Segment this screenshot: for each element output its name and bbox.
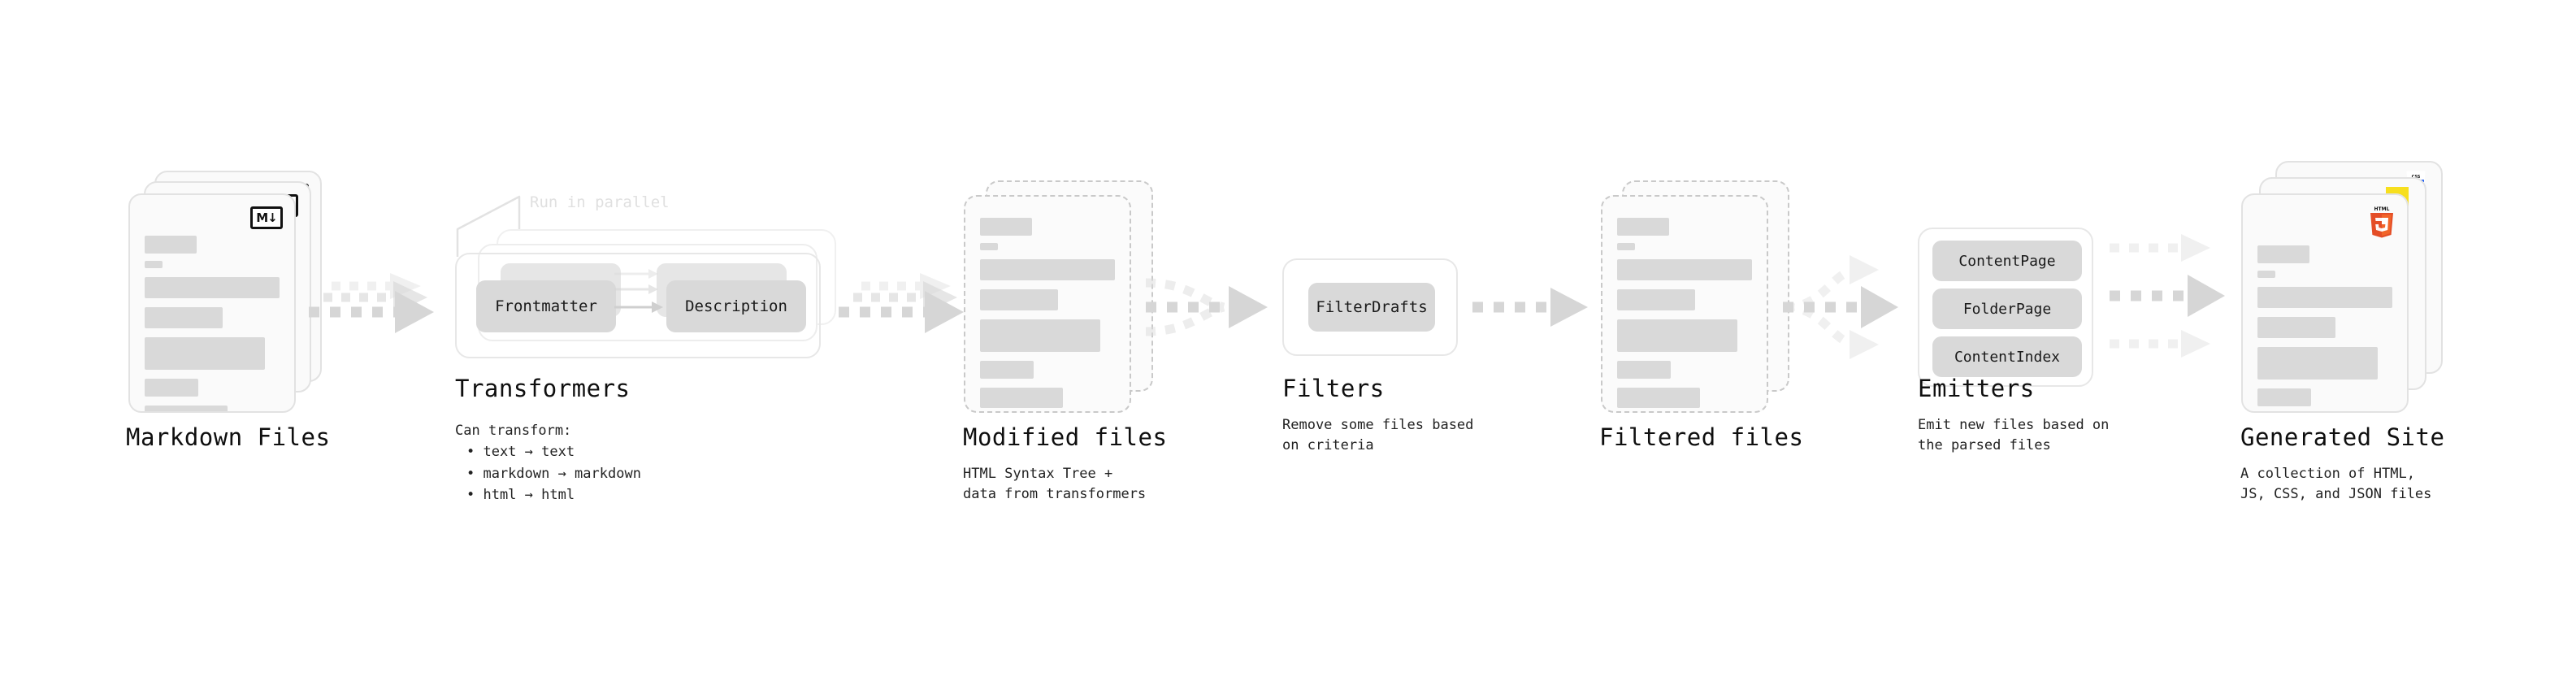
skeleton-bar (2257, 388, 2311, 406)
emitters-panel[interactable]: ContentPage FolderPage ContentIndex (1918, 228, 2093, 387)
html5-badge-icon: HTML (2368, 205, 2396, 238)
skeleton-bar (145, 406, 228, 411)
caption-modified: Modified files HTML Syntax Tree + data f… (963, 423, 1168, 505)
skeleton-bar (1617, 319, 1737, 352)
page-title: Emitters (1918, 375, 2035, 402)
skeleton-bar (980, 289, 1058, 310)
chip-description[interactable]: Description (666, 280, 806, 332)
page-subtitle: Remove some files based on criteria (1282, 416, 1474, 454)
chip-folderpage[interactable]: FolderPage (1932, 288, 2082, 329)
page-subtitle: HTML Syntax Tree + data from transformer… (963, 465, 1147, 503)
caption-emitters: Emitters Emit new files based on the par… (1918, 375, 2110, 457)
connector-emitters-to-generated (2106, 232, 2261, 386)
modified-card-front[interactable] (964, 195, 1131, 413)
connector-frontmatter-to-description (614, 264, 671, 345)
page-title: Filtered files (1599, 423, 1804, 451)
skeleton-bar (980, 259, 1115, 280)
markdown-badge-letter: M (256, 210, 268, 225)
file-skeleton (130, 195, 294, 411)
caption-filters: Filters Remove some files based on crite… (1282, 375, 1474, 457)
chip-filterdrafts[interactable]: FilterDrafts (1308, 283, 1435, 332)
transform-heading: Can transform: (455, 422, 572, 439)
skeleton-bar (1617, 243, 1635, 250)
svg-text:HTML: HTML (2374, 206, 2390, 212)
skeleton-bar (145, 277, 280, 298)
caption-markdown: Markdown Files (126, 423, 331, 451)
skeleton-bar (980, 319, 1100, 352)
run-in-parallel-bracket (453, 193, 558, 258)
page-title: Modified files (963, 423, 1168, 451)
connector-markdown-to-transformers (299, 268, 462, 358)
caption-generated: Generated Site A collection of HTML, JS,… (2240, 423, 2445, 505)
arrow-dashed-stack (309, 273, 434, 333)
skeleton-bar (145, 261, 163, 268)
skeleton-bar (980, 218, 1032, 236)
page-subtitle: Emit new files based on the parsed files (1918, 416, 2110, 454)
generated-card-front[interactable]: HTML (2241, 193, 2409, 413)
skeleton-bar (980, 361, 1034, 379)
transform-list: Can transform: • text → text • markdown … (455, 420, 641, 505)
skeleton-bar (2257, 317, 2335, 338)
transformer-panel-front[interactable]: Frontmatter Description (455, 253, 821, 358)
markdown-badge-icon: M↓ (250, 206, 283, 229)
skeleton-bar (145, 379, 198, 397)
connector-filtered-to-emitters (1780, 236, 1934, 390)
transform-item: • html → html (466, 486, 575, 503)
connector-filters-to-filtered (1469, 286, 1599, 335)
skeleton-bar (1617, 259, 1752, 280)
skeleton-bar (980, 388, 1063, 408)
filtered-card-front[interactable] (1601, 195, 1768, 413)
skeleton-bar (1617, 218, 1669, 236)
skeleton-bar (1617, 361, 1671, 379)
skeleton-bar (2257, 271, 2275, 278)
skeleton-bar (1617, 388, 1700, 408)
connector-transformers-to-modified (829, 268, 991, 358)
page-subtitle: A collection of HTML, JS, CSS, and JSON … (2240, 465, 2432, 503)
connector-modified-to-filters (1141, 260, 1295, 366)
skeleton-bar (1617, 289, 1695, 310)
filters-panel[interactable]: FilterDrafts (1282, 258, 1458, 356)
skeleton-bar (980, 243, 998, 250)
skeleton-bar (145, 236, 197, 254)
page-title: Markdown Files (126, 423, 331, 451)
skeleton-bar (145, 337, 265, 370)
markdown-card-front[interactable]: M↓ (128, 193, 296, 413)
skeleton-bar (145, 307, 223, 328)
skeleton-bar (2257, 347, 2378, 380)
chip-frontmatter[interactable]: Frontmatter (476, 280, 616, 332)
caption-filtered: Filtered files (1599, 423, 1804, 451)
run-in-parallel-label: Run in parallel (530, 193, 670, 211)
file-skeleton (965, 197, 1130, 411)
markdown-badge-arrow: ↓ (267, 210, 278, 225)
skeleton-bar (2257, 245, 2309, 263)
chip-contentindex[interactable]: ContentIndex (1932, 336, 2082, 377)
file-skeleton (1602, 197, 1767, 411)
skeleton-bar (2257, 287, 2392, 308)
chip-contentpage[interactable]: ContentPage (1932, 241, 2082, 281)
page-title: Generated Site (2240, 423, 2445, 451)
caption-transformers: Transformers Can transform: • text → tex… (455, 375, 641, 505)
transform-item: • markdown → markdown (466, 465, 641, 482)
page-title: Filters (1282, 375, 1385, 402)
file-skeleton (2243, 195, 2407, 411)
transform-item: • text → text (466, 444, 575, 461)
page-title: Transformers (455, 375, 631, 402)
